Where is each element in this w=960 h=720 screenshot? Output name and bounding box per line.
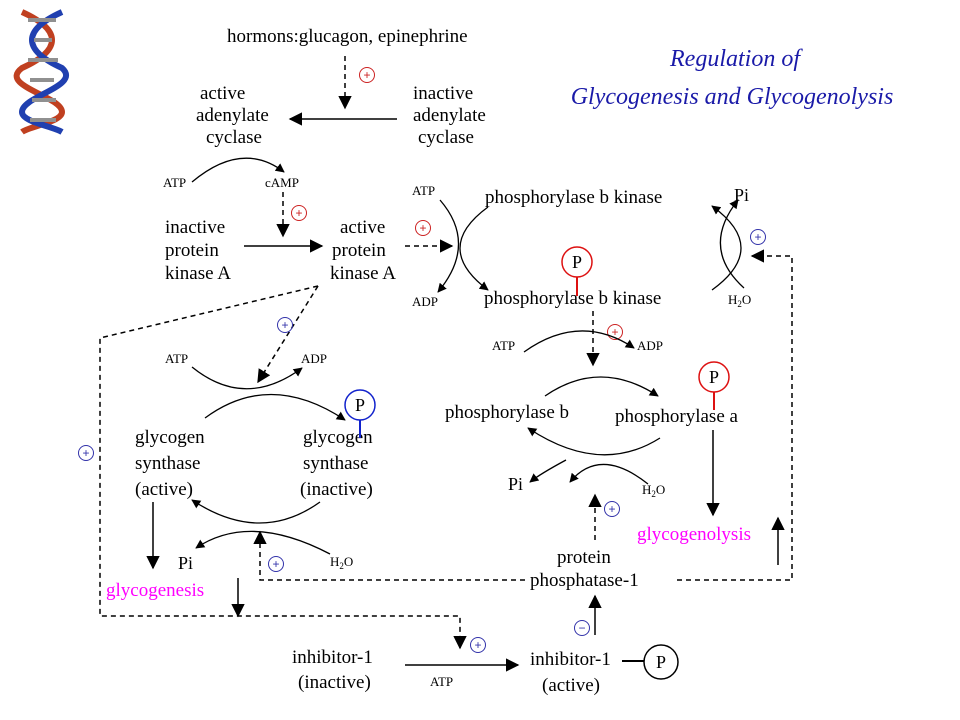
atp-label-2: ATP (412, 183, 435, 198)
plus-sign-inhibitor: + (470, 637, 486, 653)
phos-bottom-arc (527, 427, 661, 456)
inactive-pka-line1: inactive (165, 217, 225, 238)
phos-atp-arc (523, 330, 635, 353)
plus-sign-synthase-pp1: + (268, 556, 284, 572)
h2o-label-1: H2O (728, 292, 751, 309)
active-pka-line1: active (340, 217, 385, 238)
active-ac-line1: active (200, 83, 245, 104)
phosphate-inhibitor-icon: P (622, 644, 679, 680)
atp-camp-arc (191, 157, 285, 183)
glycogenolysis-label: glycogenolysis (637, 524, 751, 545)
phos-pi-arc (529, 459, 567, 483)
phos-top-arc (544, 376, 659, 397)
svg-text:+: + (611, 325, 618, 339)
plus-sign-phos-kinase: + (607, 324, 623, 340)
svg-text:+: + (754, 230, 761, 244)
plus-sign-h2o-kinase: + (750, 229, 766, 245)
plus-sign-pka-kinase: + (415, 220, 431, 236)
svg-text:P: P (656, 652, 666, 672)
title-line-1: Regulation of (669, 46, 803, 72)
pi-label-1: Pi (734, 185, 749, 205)
plus-sign-pka-synthase: + (277, 317, 293, 333)
glycogenesis-label: glycogenesis (106, 580, 204, 601)
adp-label-4: ADP (301, 351, 327, 366)
title-line-2: Glycogenesis and Glycogenolysis (571, 84, 894, 110)
svg-text:+: + (363, 68, 370, 82)
svg-text:−: − (578, 621, 585, 635)
inactive-pka-line3: kinase A (165, 263, 231, 284)
synthase-pi-arc (195, 530, 331, 555)
synthase-inactive-line1: glycogen (303, 427, 373, 448)
svg-text:+: + (295, 206, 302, 220)
svg-text:P: P (709, 367, 719, 387)
synthase-active-line3: (active) (135, 479, 193, 500)
phosphate-synthase-icon: P (344, 389, 376, 438)
synthase-top-arc (204, 393, 346, 421)
adp-label-2: ADP (412, 294, 438, 309)
inhibitor-inactive-line1: inhibitor-1 (292, 647, 373, 668)
plus-sign-hormone: + (359, 67, 375, 83)
pp1-line2: phosphatase-1 (530, 570, 639, 591)
active-pka-line3: kinase A (330, 263, 396, 284)
active-ac-line2: adenylate (196, 105, 269, 126)
pi-label-2: Pi (508, 474, 523, 494)
inactive-ac-line3: cyclase (418, 127, 474, 148)
synthase-active-line1: glycogen (135, 427, 205, 448)
phosphorylase-b-label: phosphorylase b (445, 402, 569, 423)
pi-label-3: Pi (178, 553, 193, 573)
kinase-pi-arc (719, 199, 745, 289)
phos-b-kinase-p-label: phosphorylase b kinase (484, 288, 661, 309)
plus-sign-left: + (78, 445, 94, 461)
svg-text:+: + (474, 638, 481, 652)
synthase-active-line2: synthase (135, 453, 200, 474)
inactive-ac-line1: inactive (413, 83, 473, 104)
plus-sign-pp1: + (604, 501, 620, 517)
svg-text:+: + (608, 502, 615, 516)
synthase-inactive-line3: (inactive) (300, 479, 373, 500)
plus-sign-camp: + (291, 205, 307, 221)
adp-label-3: ADP (637, 338, 663, 353)
svg-text:+: + (272, 557, 279, 571)
synthase-atp-arc (191, 366, 303, 390)
svg-text:P: P (572, 252, 582, 272)
kinase-left-arc (459, 206, 489, 291)
camp-label: cAMP (265, 175, 299, 190)
svg-text:+: + (281, 318, 288, 332)
pka-to-synthase-arrow (257, 285, 319, 384)
svg-text:+: + (419, 221, 426, 235)
phos-b-kinase-label: phosphorylase b kinase (485, 187, 662, 208)
phosphate-kinase-icon: P (561, 246, 593, 296)
hormones-label: hormons:glucagon, epinephrine (227, 26, 468, 47)
synthase-bottom-arc (191, 499, 321, 524)
inactive-pka-line2: protein (165, 240, 219, 261)
minus-sign-inhibitor: − (574, 620, 590, 636)
kinase-atp-arc (437, 199, 460, 293)
pp1-line1: protein (557, 547, 611, 568)
active-ac-line3: cyclase (206, 127, 262, 148)
pp1-to-synthase-dashed (253, 530, 525, 581)
h2o-label-3: H2O (330, 554, 353, 571)
inhibitor-inactive-line2: (inactive) (298, 672, 371, 693)
phos-h2o-arc (569, 463, 649, 485)
atp-label-4: ATP (165, 351, 188, 366)
atp-label-5: ATP (430, 674, 453, 689)
phosphate-phos-a-icon: P (698, 361, 730, 410)
synthase-inactive-line2: synthase (303, 453, 368, 474)
svg-text:P: P (355, 395, 365, 415)
phosphorylase-a-label: phosphorylase a (615, 406, 739, 427)
pp1-to-kinase-dashed (677, 249, 793, 581)
inactive-ac-line2: adenylate (413, 105, 486, 126)
svg-text:+: + (82, 446, 89, 460)
dna-helix-logo (13, 9, 69, 135)
inhibitor-active-line1: inhibitor-1 (530, 649, 611, 670)
kinase-right-arc (711, 205, 742, 291)
atp-label-1: ATP (163, 175, 186, 190)
inhibitor-active-line2: (active) (542, 675, 600, 696)
atp-label-3: ATP (492, 338, 515, 353)
h2o-label-2: H2O (642, 482, 665, 499)
active-pka-line2: protein (332, 240, 386, 261)
